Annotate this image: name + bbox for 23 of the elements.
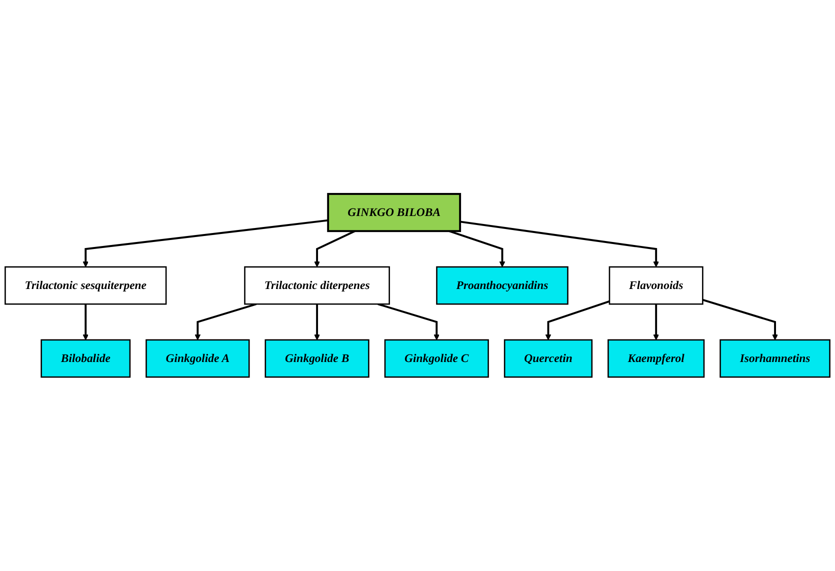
node-box: Quercetin: [504, 339, 593, 378]
node-box: Ginkgolide B: [264, 339, 370, 378]
arrow: [314, 304, 320, 340]
arrow: [314, 230, 356, 268]
arrow: [82, 304, 88, 340]
node-box: GINKGO BILOBA: [327, 192, 462, 232]
arrow: [653, 304, 659, 340]
arrow: [460, 220, 659, 268]
arrow: [545, 300, 610, 340]
arrow: [194, 303, 257, 340]
node-box: Trilactonic diterpenes: [244, 266, 390, 305]
node-box: Kaempferol: [608, 339, 705, 378]
node-box: Ginkgolide A: [146, 339, 250, 378]
arrow: [702, 298, 778, 340]
node-box: Bilobalide: [40, 339, 131, 378]
node-box: Proanthocyanidins: [436, 266, 568, 305]
arrow: [82, 219, 328, 268]
node-box: Trilactonic sesquiterpene: [4, 266, 167, 305]
arrow: [448, 230, 506, 268]
node-box: Ginkgolide C: [384, 339, 489, 378]
arrow: [378, 303, 440, 340]
node-box: Flavonoids: [608, 266, 704, 305]
node-box: Isorhamnetins: [720, 339, 830, 378]
